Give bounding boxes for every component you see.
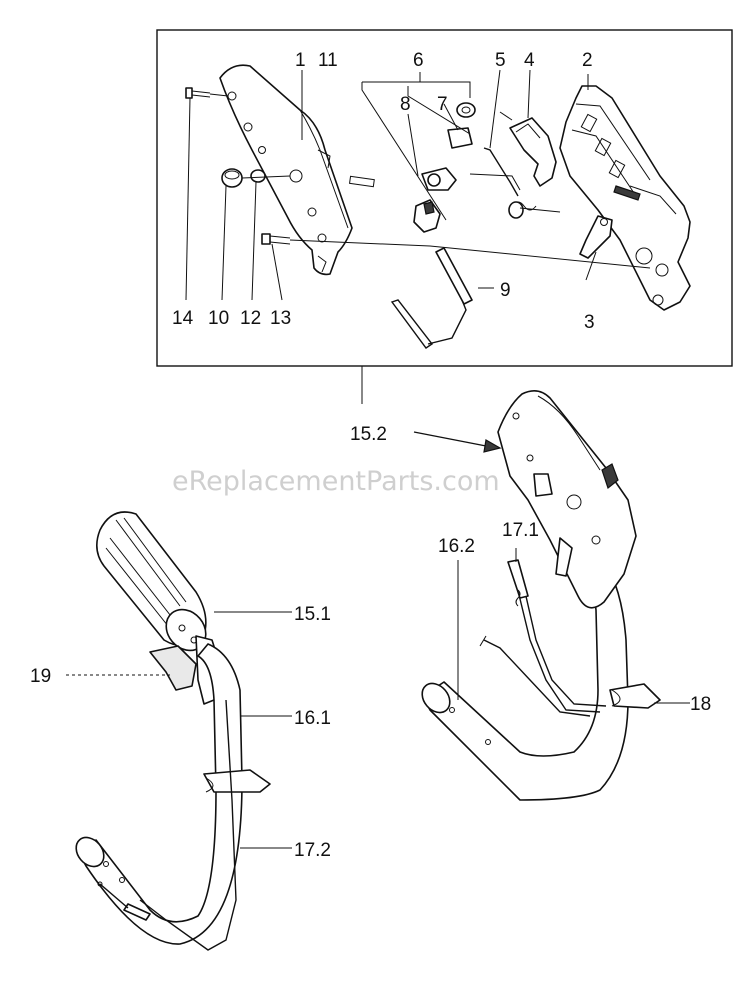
part-8-switch-lever bbox=[421, 167, 457, 191]
callout-16-1: 16.1 bbox=[294, 708, 331, 729]
callout-5: 5 bbox=[495, 50, 506, 71]
part-1-housing-half bbox=[219, 64, 353, 276]
callout-13: 13 bbox=[270, 308, 291, 329]
callout-2: 2 bbox=[582, 50, 593, 71]
part-11-stop-switch bbox=[348, 175, 441, 233]
right-handle-assembly bbox=[421, 390, 661, 801]
callout-18: 18 bbox=[690, 694, 711, 715]
callout-10: 10 bbox=[208, 308, 229, 329]
arrow-head-icon bbox=[483, 439, 502, 453]
left-handle-assembly bbox=[75, 511, 271, 951]
part-14-screw bbox=[185, 87, 211, 99]
arrow-15-2 bbox=[413, 431, 487, 447]
part-7-plate bbox=[447, 102, 476, 149]
callout-7: 7 bbox=[437, 94, 448, 115]
callout-1: 1 bbox=[295, 50, 306, 71]
callout-17-2: 17.2 bbox=[294, 840, 331, 861]
callout-19: 19 bbox=[30, 666, 51, 687]
exploded-view-box bbox=[156, 29, 733, 367]
callout-15-2: 15.2 bbox=[350, 424, 387, 445]
part-9-wire-lead bbox=[390, 247, 473, 349]
part-13-screw bbox=[261, 233, 291, 245]
callout-12: 12 bbox=[240, 308, 261, 329]
callout-8: 8 bbox=[400, 94, 411, 115]
part-12-nut bbox=[250, 169, 266, 183]
callout-15-1: 15.1 bbox=[294, 604, 331, 625]
part-4-lock-lever bbox=[509, 117, 557, 187]
callout-4: 4 bbox=[524, 50, 535, 71]
part-2-housing-half bbox=[559, 85, 691, 311]
part-3-throttle-trigger bbox=[579, 215, 613, 259]
callout-11: 11 bbox=[318, 50, 338, 71]
watermark: eReplacementParts.com bbox=[172, 466, 500, 497]
callout-14: 14 bbox=[172, 308, 194, 329]
callout-16-2: 16.2 bbox=[438, 536, 475, 557]
callout-6: 6 bbox=[413, 50, 424, 71]
callout-17-1: 17.1 bbox=[502, 520, 539, 541]
callout-3: 3 bbox=[584, 312, 595, 333]
part-5-spring-wire bbox=[483, 147, 537, 219]
callout-9: 9 bbox=[500, 280, 511, 301]
part-10-cap bbox=[221, 168, 243, 188]
